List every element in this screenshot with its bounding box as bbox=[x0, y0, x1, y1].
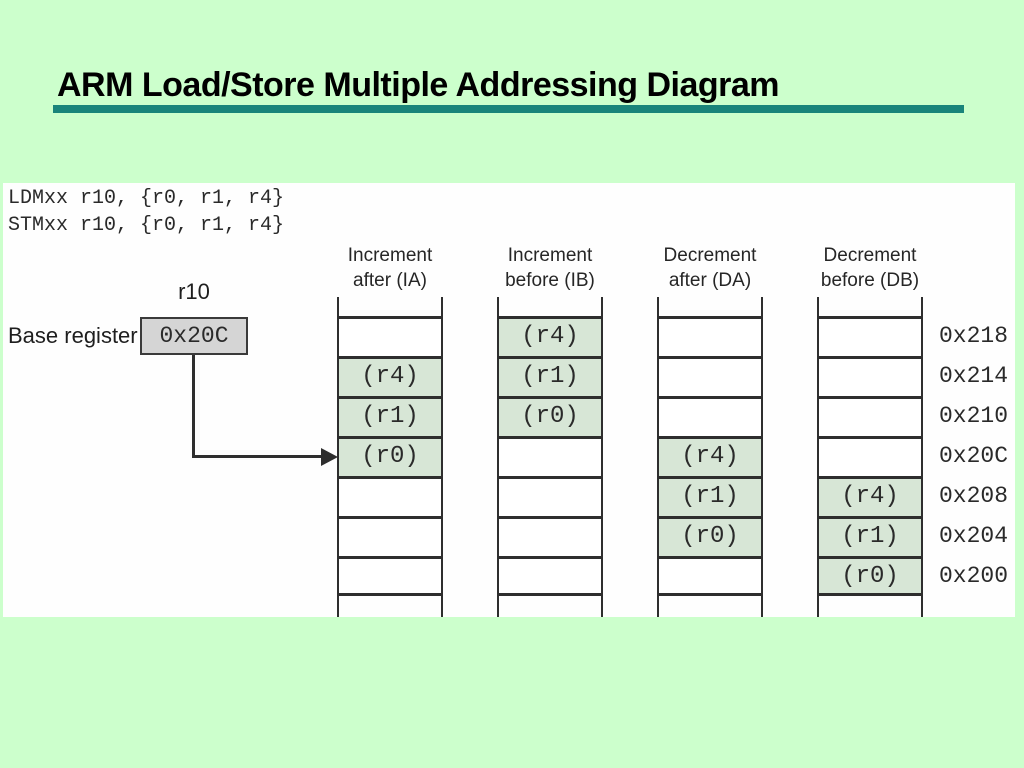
pointer-arrow-vertical-segment bbox=[192, 355, 195, 458]
code-line-ldm: LDMxx r10, {r0, r1, r4} bbox=[8, 187, 285, 210]
memory-stack-db: (r4)(r1)(r0) bbox=[817, 297, 923, 617]
memory-stack-da: (r4)(r1)(r0) bbox=[657, 297, 763, 617]
memory-cell: (r4) bbox=[657, 436, 763, 476]
stack-open-top bbox=[657, 297, 763, 316]
address-label: 0x200 bbox=[939, 563, 1009, 589]
stack-open-bottom bbox=[657, 596, 763, 617]
memory-stack-ib: (r4)(r1)(r0) bbox=[497, 297, 603, 617]
memory-cell bbox=[817, 356, 923, 396]
title-underline-bar bbox=[53, 105, 964, 113]
page-title: ARM Load/Store Multiple Addressing Diagr… bbox=[57, 66, 780, 104]
memory-cell: (r1) bbox=[657, 476, 763, 516]
code-line-stm: STMxx r10, {r0, r1, r4} bbox=[8, 214, 285, 237]
memory-cell: (r0) bbox=[337, 436, 443, 476]
memory-cell: (r1) bbox=[817, 516, 923, 556]
memory-cell bbox=[657, 556, 763, 596]
base-register-label: Base register bbox=[8, 323, 138, 348]
stack-open-bottom bbox=[337, 596, 443, 617]
stack-open-top bbox=[817, 297, 923, 316]
memory-cell: (r4) bbox=[337, 356, 443, 396]
stack-open-bottom bbox=[497, 596, 603, 617]
memory-cell bbox=[817, 316, 923, 356]
memory-cell bbox=[337, 516, 443, 556]
address-label: 0x218 bbox=[939, 323, 1009, 349]
memory-diagram-panel: LDMxx r10, {r0, r1, r4} STMxx r10, {r0, … bbox=[3, 183, 1015, 617]
base-register-name: r10 bbox=[178, 279, 210, 304]
pointer-arrow-horizontal-segment bbox=[192, 455, 323, 458]
address-label: 0x214 bbox=[939, 363, 1009, 389]
memory-cell: (r0) bbox=[817, 556, 923, 596]
memory-cell bbox=[497, 436, 603, 476]
memory-cell bbox=[337, 476, 443, 516]
memory-cell bbox=[497, 556, 603, 596]
memory-cell: (r0) bbox=[497, 396, 603, 436]
memory-cell: (r1) bbox=[337, 396, 443, 436]
stack-open-top bbox=[337, 297, 443, 316]
base-register-value-box: 0x20C bbox=[140, 317, 248, 355]
address-label: 0x204 bbox=[939, 523, 1009, 549]
memory-stack-ia: (r4)(r1)(r0) bbox=[337, 297, 443, 617]
address-label: 0x210 bbox=[939, 403, 1009, 429]
memory-cell bbox=[657, 396, 763, 436]
address-label: 0x20C bbox=[939, 443, 1009, 469]
stack-open-bottom bbox=[817, 596, 923, 617]
memory-cell: (r4) bbox=[497, 316, 603, 356]
instruction-code-block: LDMxx r10, {r0, r1, r4} STMxx r10, {r0, … bbox=[8, 185, 284, 239]
memory-cell bbox=[497, 516, 603, 556]
memory-cell bbox=[657, 356, 763, 396]
memory-cell bbox=[657, 316, 763, 356]
memory-cell bbox=[817, 396, 923, 436]
memory-cell: (r1) bbox=[497, 356, 603, 396]
memory-cell: (r0) bbox=[657, 516, 763, 556]
memory-cell bbox=[817, 436, 923, 476]
memory-cell bbox=[497, 476, 603, 516]
memory-cell bbox=[337, 316, 443, 356]
memory-cell: (r4) bbox=[817, 476, 923, 516]
address-label: 0x208 bbox=[939, 483, 1009, 509]
memory-cell bbox=[337, 556, 443, 596]
pointer-arrow-head bbox=[321, 448, 338, 466]
stack-open-top bbox=[497, 297, 603, 316]
